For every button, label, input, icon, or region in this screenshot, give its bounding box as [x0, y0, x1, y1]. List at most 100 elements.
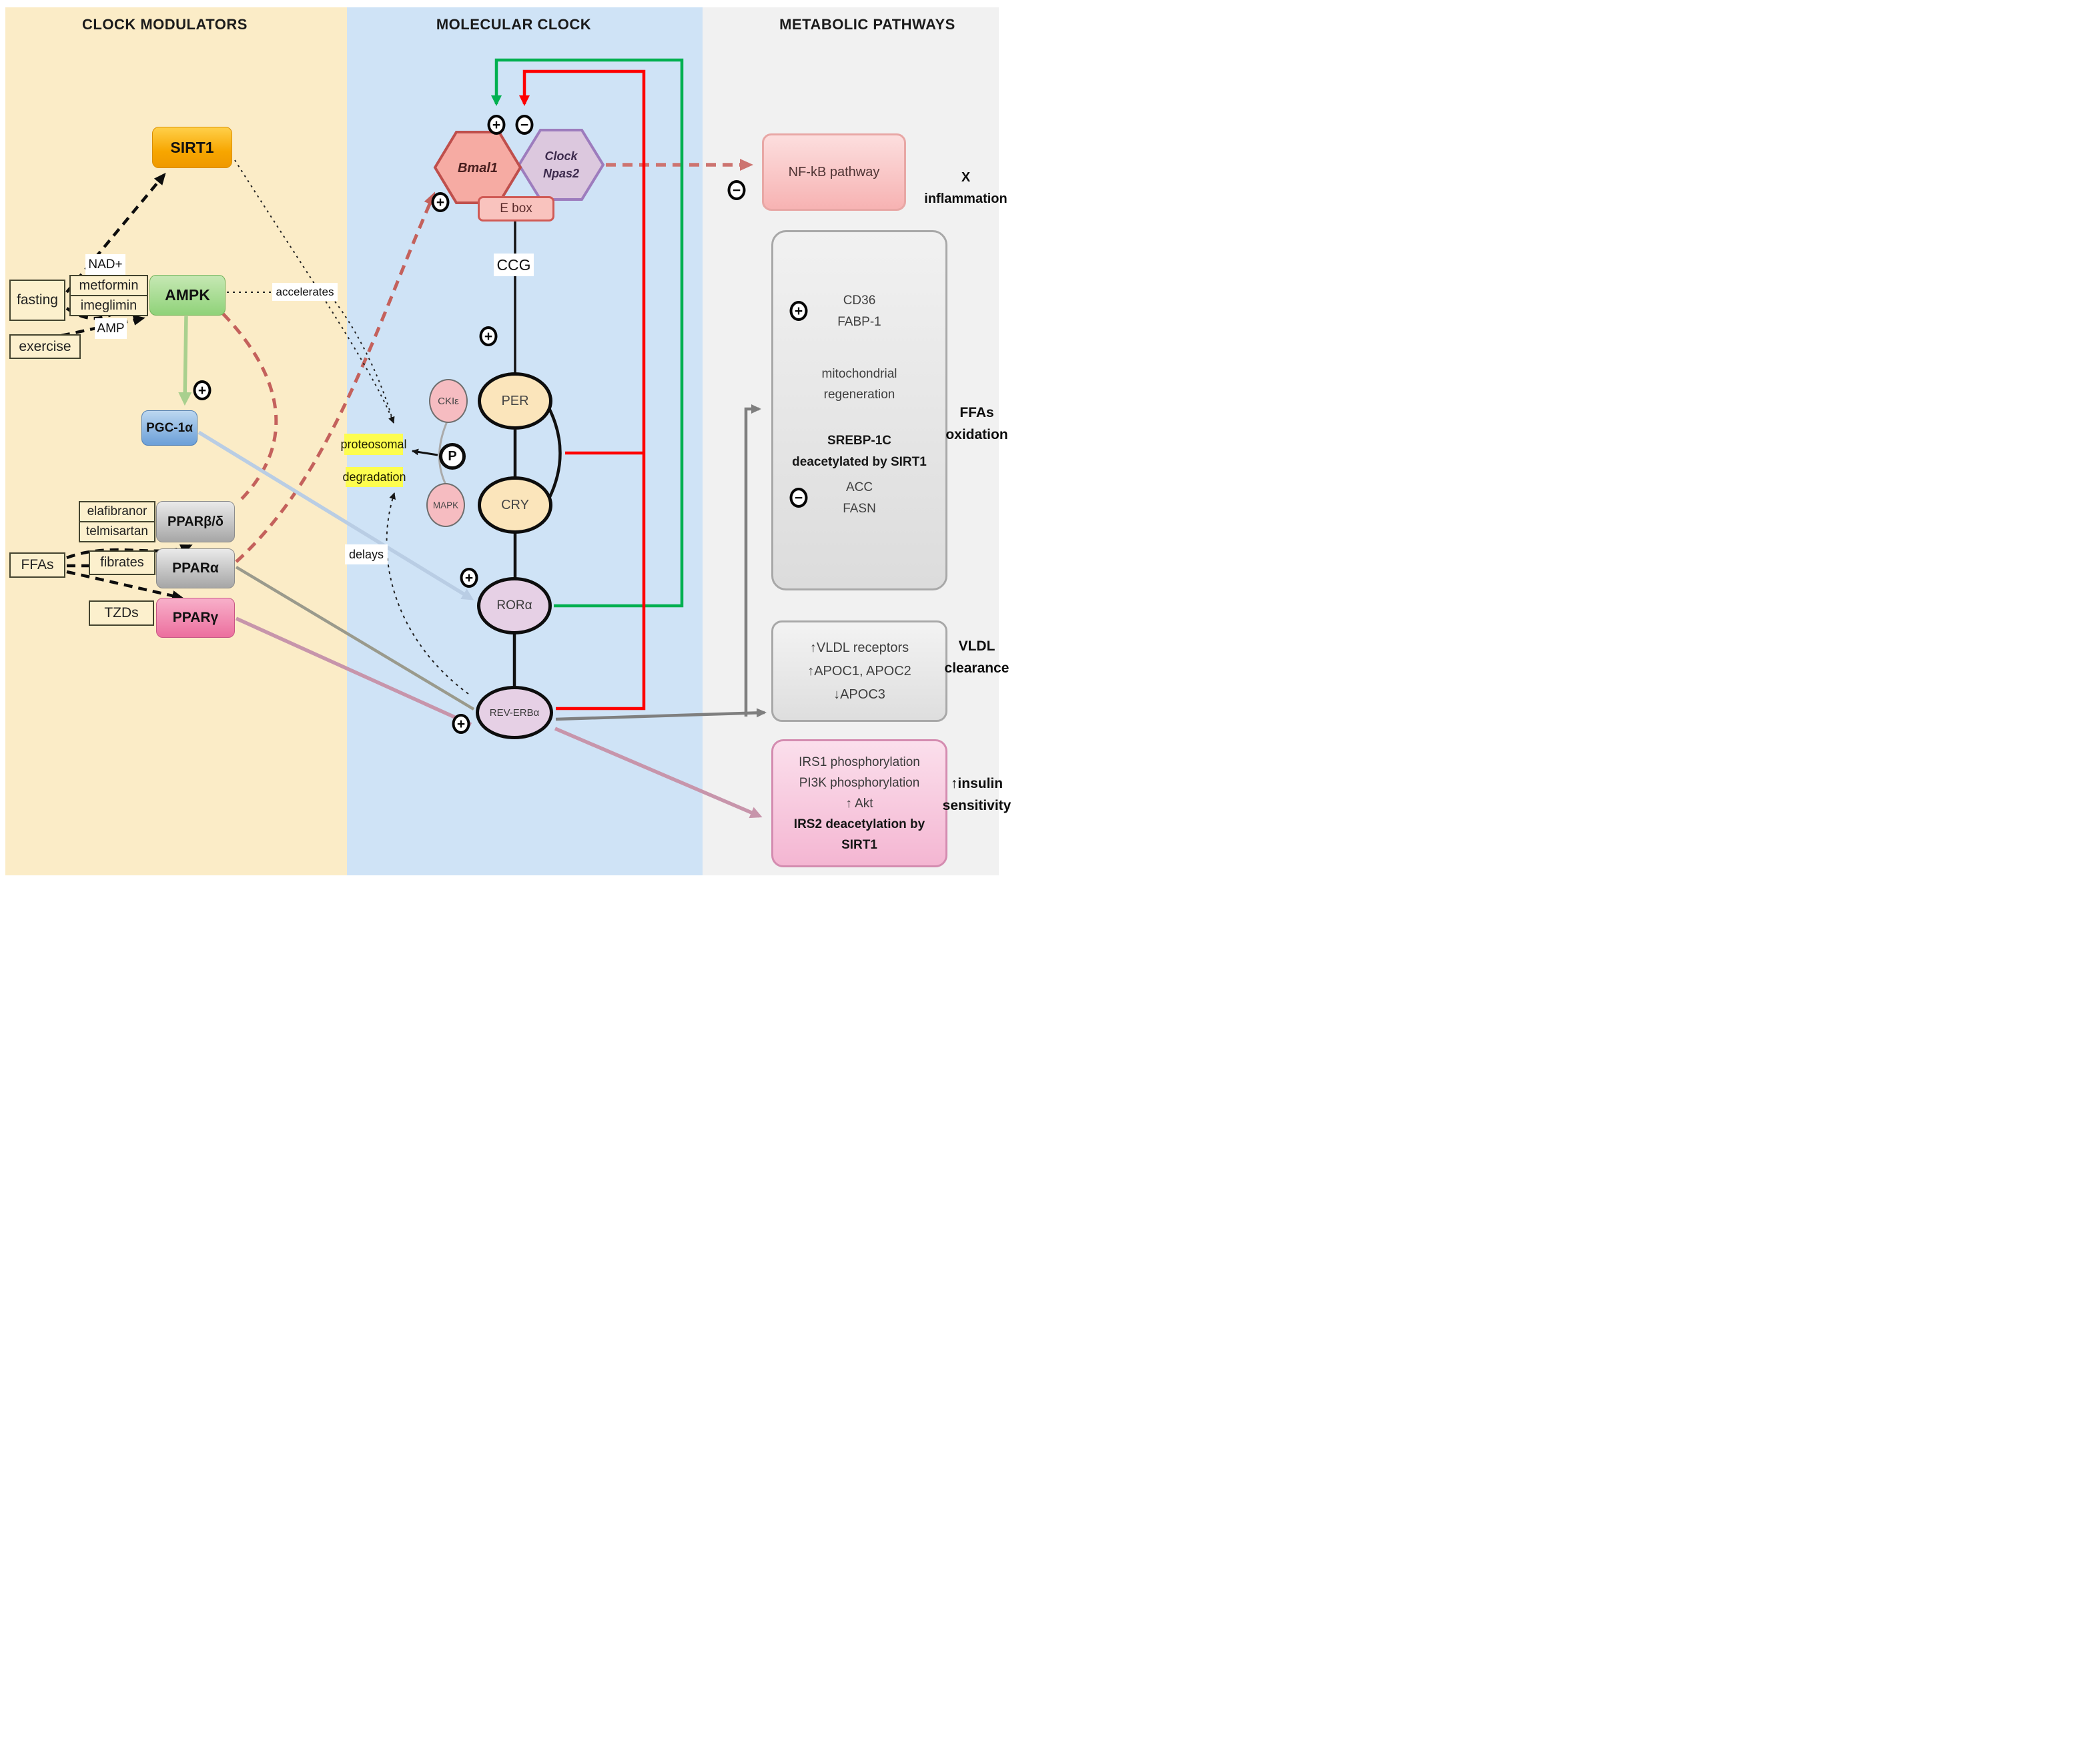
edge-pgc1a-to-rora	[197, 430, 474, 600]
edge-pparg-to-reverba	[235, 616, 472, 727]
edge-ffas-to-pparbd	[66, 544, 193, 560]
edge-accelerates-to-degradation-dotted	[334, 301, 393, 420]
edge-p-to-degradation	[412, 448, 438, 456]
label-telmisartan: telmisartan	[86, 524, 148, 538]
ffa-box-mitochondrial: mitochondrial	[821, 367, 897, 381]
ffa-box-fabp1: FABP-1	[837, 315, 881, 329]
label-inflammation: X inflammation	[924, 167, 1007, 209]
vldl-clearance-line-2: clearance	[944, 660, 1009, 676]
figure-circadian-metabolism: CLOCK MODULATORS MOLECULAR CLOCK METABOL…	[0, 0, 1038, 882]
minus-sign-acc-icon: −	[789, 488, 808, 508]
edge-per-cry-bracket	[547, 408, 562, 499]
label-ffas: FFAs	[9, 552, 65, 578]
clock-npas2-label: Clock Npas2	[521, 147, 601, 182]
header-molecular-clock: MOLECULAR CLOCK	[436, 16, 592, 33]
inflammation-line-1: X	[961, 170, 971, 185]
plus-sign-ppar-bmal1-icon: +	[431, 192, 450, 212]
edge-ampk-to-pparbd-dashed	[222, 312, 278, 504]
node-rora: RORα	[477, 577, 552, 634]
node-ppara: PPARα	[156, 548, 235, 588]
ffa-box-acc: ACC	[845, 480, 873, 494]
node-ffa-oxidation-box: CD36 FABP-1 mitochondrial regeneration S…	[771, 230, 947, 590]
node-vldl-box: ↑VLDL receptors ↑APOC1, APOC2 ↓APOC3	[771, 620, 947, 722]
node-pgc1a: PGC-1α	[141, 410, 197, 446]
vldl-box-line-3: ↓APOC3	[833, 687, 885, 702]
minus-sign-nfkb-icon: −	[727, 180, 746, 200]
node-cry: CRY	[478, 476, 552, 534]
label-fibrates: fibrates	[89, 550, 155, 575]
vldl-clearance-line-1: VLDL	[958, 638, 995, 654]
insulin-sensitivity-line-2: sensitivity	[942, 798, 1011, 813]
ffas-oxidation-line-2: oxidation	[945, 427, 1008, 442]
insulin-box-line-5: SIRT1	[841, 837, 877, 852]
label-proteosomal: proteosomal	[340, 434, 407, 455]
label-accelerates: accelerates	[272, 283, 338, 301]
vldl-box-line-1: ↑VLDL receptors	[809, 640, 909, 655]
label-delays: delays	[345, 544, 388, 564]
label-exercise: exercise	[9, 334, 81, 359]
node-ckie: CKIε	[429, 379, 468, 423]
vldl-box-line-2: ↑APOC1, APOC2	[807, 663, 911, 679]
plus-sign-reverba-icon: +	[452, 714, 470, 734]
clock-label-line: Clock	[544, 149, 578, 163]
plus-sign-cd36-icon: +	[789, 301, 808, 321]
label-metformin-imeglimin: metformin imeglimin	[69, 275, 148, 316]
ffa-box-srebp1c: SREBP-1C	[827, 434, 892, 448]
node-nfkb-pathway: NF-kB pathway	[762, 133, 906, 211]
bmal1-hexagon	[433, 131, 522, 204]
edge-reverba-to-vldl	[555, 708, 767, 721]
plus-sign-ccg-per-icon: +	[479, 326, 498, 346]
edge-reverba-negative-loop	[519, 69, 646, 711]
minus-sign-bmal1-loop-icon: −	[515, 115, 534, 135]
node-reverba: REV-ERBα	[476, 686, 553, 739]
label-elafibranor: elafibranor	[80, 502, 154, 522]
label-elafibranor-telmisartan: elafibranor telmisartan	[79, 501, 155, 542]
plus-sign-bmal1-loop-icon: +	[487, 115, 506, 135]
node-pparg: PPARγ	[156, 598, 235, 638]
edge-rora-positive-loop	[491, 58, 684, 608]
label-insulin-sensitivity: ↑insulin sensitivity	[937, 773, 1017, 817]
label-imeglimin: imeglimin	[80, 298, 137, 313]
ffa-box-regeneration: regeneration	[823, 388, 895, 402]
plus-sign-ampk-pgc1a-icon: +	[193, 380, 212, 400]
insulin-box-line-1: IRS1 phosphorylation	[799, 755, 920, 769]
npas2-label-line: Npas2	[542, 167, 580, 180]
ffa-box-cd36: CD36	[843, 294, 876, 308]
edge-reverba-to-insulin	[554, 727, 763, 819]
node-mapk: MAPK	[426, 483, 465, 527]
label-metformin: metformin	[71, 276, 147, 296]
node-ebox: E box	[478, 196, 554, 222]
node-pparbd: PPARβ/δ	[156, 501, 235, 542]
label-degradation: degradation	[342, 467, 406, 487]
inflammation-line-2: inflammation	[924, 191, 1007, 206]
node-ampk: AMPK	[149, 275, 226, 316]
bmal1-label: Bmal1	[457, 160, 498, 175]
insulin-box-line-2: PI3K phosphorylation	[799, 775, 920, 790]
edge-ampk-to-pgc1a	[178, 316, 192, 406]
insulin-sensitivity-line-1: ↑insulin	[950, 776, 1003, 791]
node-p-phosphate: P	[439, 443, 466, 470]
edge-branch-to-ffa-oxidation	[744, 404, 761, 717]
node-per: PER	[478, 372, 552, 430]
label-vldl-clearance: VLDL clearance	[939, 635, 1014, 679]
label-amp: AMP	[95, 318, 127, 339]
node-insulin-box: IRS1 phosphorylation PI3K phosphorylatio…	[771, 739, 947, 867]
node-sirt1: SIRT1	[152, 127, 232, 168]
label-ccg: CCG	[494, 254, 534, 276]
insulin-box-line-3: ↑ Akt	[845, 796, 873, 811]
ffa-box-deacetylated: deacetylated by SIRT1	[792, 455, 927, 469]
header-clock-modulators: CLOCK MODULATORS	[82, 16, 248, 33]
header-metabolic-pathways: METABOLIC PATHWAYS	[779, 16, 955, 33]
edge-ffas-to-pparg	[66, 570, 184, 601]
plus-sign-rora-icon: +	[460, 568, 478, 588]
ffas-oxidation-line-1: FFAs	[959, 405, 994, 420]
insulin-box-line-4: IRS2 deacetylation by	[793, 817, 925, 831]
label-nad: NAD+	[85, 254, 125, 276]
ffa-box-fasn: FASN	[843, 502, 876, 516]
edge-ppara-to-reverba	[235, 566, 475, 711]
label-fasting: fasting	[9, 280, 65, 321]
edge-fasting-to-sirt1	[65, 172, 166, 294]
label-tzds: TZDs	[89, 600, 154, 626]
label-ffas-oxidation: FFAs oxidation	[939, 402, 1014, 446]
edge-ppara-to-bmal1-dashed	[235, 191, 436, 563]
